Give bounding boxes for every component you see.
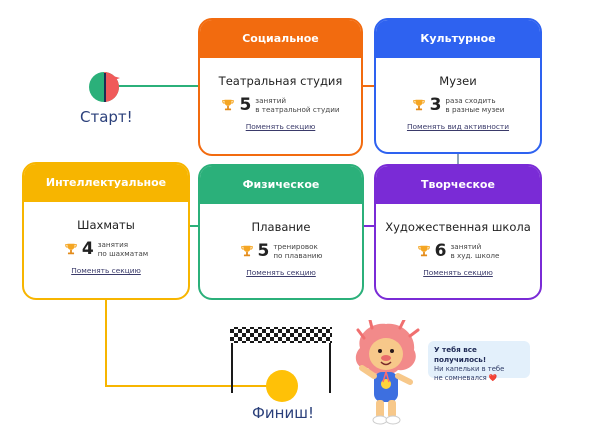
lion-mascot	[355, 320, 420, 425]
speech-line-3: не сомневался ❤️	[434, 374, 498, 382]
card-creative-count: 6	[434, 241, 447, 261]
speech-line-1: У тебя все получилось!	[434, 345, 487, 364]
card-social-title: Театральная студия	[218, 74, 343, 88]
start-flag-icon	[89, 72, 120, 102]
trophy-icon	[240, 245, 253, 257]
card-cultural-count: 3	[429, 95, 442, 115]
card-social-change-link[interactable]: Поменять секцию	[245, 122, 316, 131]
card-creative-change-link[interactable]: Поменять секцию	[423, 268, 493, 277]
card-physical-title: Плавание	[251, 220, 311, 234]
card-social-count: 5	[239, 95, 252, 115]
card-physical-change-link[interactable]: Поменять секцию	[246, 268, 316, 277]
finish-label: Финиш!	[252, 404, 314, 422]
finish-circle-icon	[266, 370, 298, 402]
card-physical-count: 5	[257, 241, 270, 261]
card-creative-title: Художественная школа	[385, 220, 531, 234]
trophy-icon	[65, 243, 77, 255]
card-physical-header: Физическое	[200, 166, 362, 204]
card-creative[interactable]: Творческое Художественная школа 6 заняти…	[374, 164, 542, 300]
card-cultural-title: Музеи	[439, 74, 477, 88]
trophy-icon	[412, 99, 425, 111]
start-label: Старт!	[80, 108, 133, 126]
card-cultural-change-link[interactable]: Поменять вид активности	[406, 122, 510, 131]
card-cultural-header: Культурное	[376, 20, 540, 58]
card-social-header: Социальное	[200, 20, 361, 58]
card-creative-header: Творческое	[376, 166, 540, 204]
finish-checkered-flag	[230, 327, 332, 393]
speech-line-2: Ни капельки в тебе	[434, 365, 505, 373]
speech-bubble: У тебя все получилось! Ни капельки в теб…	[428, 341, 530, 382]
trophy-icon	[417, 245, 430, 257]
card-intellectual-count: 4	[81, 239, 94, 259]
card-intellectual-change-link[interactable]: Поменять секцию	[71, 266, 141, 275]
card-intellectual-title: Шахматы	[77, 218, 135, 232]
trophy-icon	[222, 99, 235, 111]
card-intellectual-header: Интеллектуальное	[24, 164, 188, 202]
